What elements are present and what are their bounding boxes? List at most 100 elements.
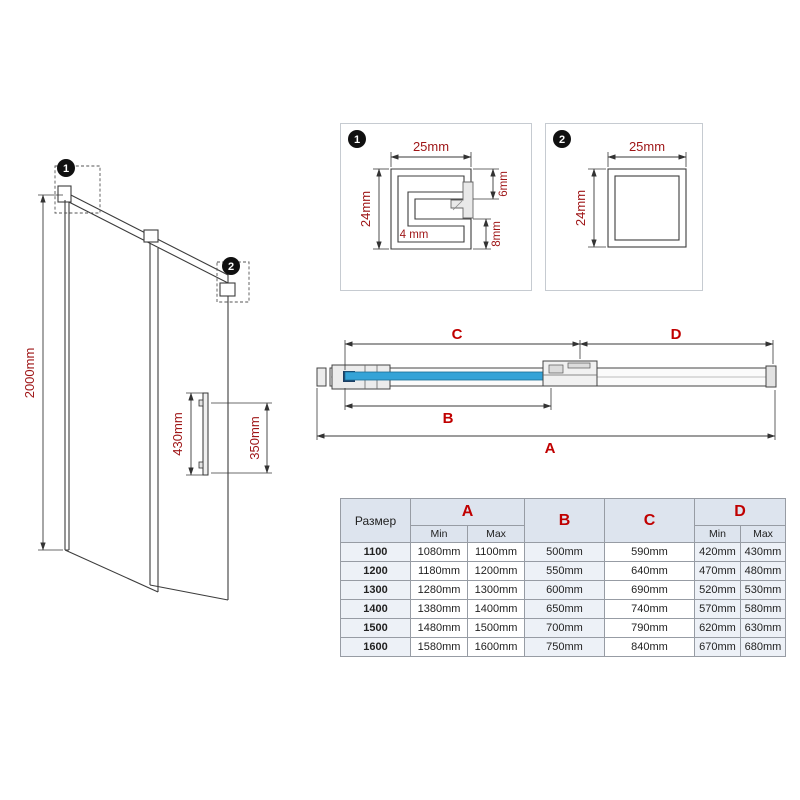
cell-d-min: 670mm	[694, 637, 741, 657]
size-table: Размер A B C D Min Max Min Max 1100 1080…	[340, 498, 786, 657]
detail-2-number: 2	[559, 134, 565, 146]
fixed-panel	[64, 248, 159, 593]
dim-a-label: A	[545, 440, 556, 457]
cell-d-min: 470mm	[694, 561, 741, 581]
cell-d-max: 430mm	[740, 542, 786, 562]
cell-a-min: 1080mm	[410, 542, 468, 562]
callout-1-box	[54, 165, 101, 214]
square-profile-section	[607, 168, 687, 248]
top-view-diagram: C D B A	[316, 328, 777, 457]
roller-carriage	[542, 360, 598, 387]
callout-1: 1	[54, 159, 101, 214]
dimension-350mm: 350mm	[211, 402, 272, 474]
dimension-430mm: 430mm	[170, 392, 208, 476]
detail-1-badge	[348, 130, 366, 148]
cell-d-max: 530mm	[740, 580, 786, 600]
cell-a-max: 1200mm	[467, 561, 525, 581]
door-drawing	[57, 185, 236, 601]
detail-1-bottom-flange-dim: 8mm	[473, 218, 503, 250]
detail-1-number: 1	[354, 134, 360, 146]
detail-1-panel: 1 25mm 24mm	[340, 123, 532, 291]
detail-1-height-label: 24mm	[358, 191, 373, 227]
detail-1-bottom-flange-label: 8mm	[491, 221, 503, 247]
dimension-d: D	[579, 328, 774, 364]
cell-a-min: 1380mm	[410, 599, 468, 619]
table-header-row-1: Размер A B C D	[340, 498, 786, 543]
door-handle	[198, 392, 209, 476]
dim-c-label: C	[452, 328, 463, 343]
cell-d-min: 520mm	[694, 580, 741, 600]
cell-size: 1500	[340, 618, 411, 638]
cell-d-max: 630mm	[740, 618, 786, 638]
cell-d-min: 570mm	[694, 599, 741, 619]
col-header-a: A	[410, 498, 525, 526]
hanger-clip	[450, 181, 474, 219]
cell-b: 500mm	[524, 542, 605, 562]
cell-a-max: 1500mm	[467, 618, 525, 638]
cell-a-max: 1400mm	[467, 599, 525, 619]
detail-2-height-dim: 24mm	[573, 168, 606, 248]
table-row: 1600 1580mm 1600mm 750mm 840mm 670mm 680…	[340, 637, 786, 657]
cell-c: 790mm	[604, 618, 695, 638]
col-header-d-min: Min	[694, 525, 741, 543]
dimension-2000mm: 2000mm	[22, 194, 63, 551]
col-header-size: Размер	[340, 498, 411, 543]
cell-c: 690mm	[604, 580, 695, 600]
detail-2-panel: 2 25mm 24mm	[545, 123, 703, 291]
dimension-b: B	[344, 388, 552, 427]
roller-bracket	[143, 229, 159, 243]
detail-1-diagram: 1 25mm 24mm	[348, 130, 510, 250]
cell-b: 650mm	[524, 599, 605, 619]
detail-2-diagram: 2 25mm 24mm	[553, 130, 687, 248]
detail-2-width-dim: 25mm	[607, 139, 687, 167]
cell-c: 640mm	[604, 561, 695, 581]
dim-d-label: D	[671, 328, 682, 343]
col-header-d: D	[694, 498, 786, 526]
detail-1-height-dim: 24mm	[358, 168, 389, 250]
dim-b-label: B	[443, 410, 454, 427]
rail-assembly	[316, 360, 777, 390]
cell-a-min: 1180mm	[410, 561, 468, 581]
col-header-a-max: Max	[467, 525, 525, 543]
table-row: 1500 1480mm 1500mm 700mm 790mm 620mm 630…	[340, 618, 786, 638]
handle-offset-label: 350mm	[247, 416, 262, 459]
cell-b: 600mm	[524, 580, 605, 600]
detail-1-top-flange-dim: 6mm	[473, 168, 510, 200]
cell-c: 740mm	[604, 599, 695, 619]
detail-1-width-label: 25mm	[413, 139, 449, 154]
table-row: 1300 1280mm 1300mm 600mm 690mm 520mm 530…	[340, 580, 786, 600]
cell-d-max: 680mm	[740, 637, 786, 657]
cell-size: 1100	[340, 542, 411, 562]
table-row: 1400 1380mm 1400mm 650mm 740mm 570mm 580…	[340, 599, 786, 619]
sliding-panel	[149, 243, 229, 601]
glass-panel-top-view	[344, 371, 571, 381]
col-header-b: B	[524, 498, 605, 543]
cell-size: 1600	[340, 637, 411, 657]
detail-1-width-dim: 25mm	[390, 139, 472, 167]
left-post	[64, 200, 70, 551]
detail-2-height-label: 24mm	[573, 190, 588, 226]
table-row: 1100 1080mm 1100mm 500mm 590mm 420mm 430…	[340, 542, 786, 562]
cell-size: 1200	[340, 561, 411, 581]
detail-2-width-label: 25mm	[629, 139, 665, 154]
cell-size: 1300	[340, 580, 411, 600]
callout-2: 2	[216, 257, 250, 303]
end-cap	[765, 365, 777, 388]
cell-c: 840mm	[604, 637, 695, 657]
detail-1-slot-label: 4 mm	[400, 229, 429, 241]
cell-d-min: 620mm	[694, 618, 741, 638]
cell-a-min: 1480mm	[410, 618, 468, 638]
col-header-c: C	[604, 498, 695, 543]
front-view-diagram: 1 2 2000mm 430mm 350mm	[22, 159, 272, 601]
rail-profile-section	[390, 168, 474, 250]
callout-2-number: 2	[228, 261, 234, 273]
detail-2-badge	[553, 130, 571, 148]
cell-d-min: 420mm	[694, 542, 741, 562]
handle-length-label: 430mm	[170, 412, 185, 455]
cell-b: 550mm	[524, 561, 605, 581]
cell-size: 1400	[340, 599, 411, 619]
cell-a-min: 1280mm	[410, 580, 468, 600]
height-dimension-label: 2000mm	[22, 348, 37, 399]
cell-b: 700mm	[524, 618, 605, 638]
